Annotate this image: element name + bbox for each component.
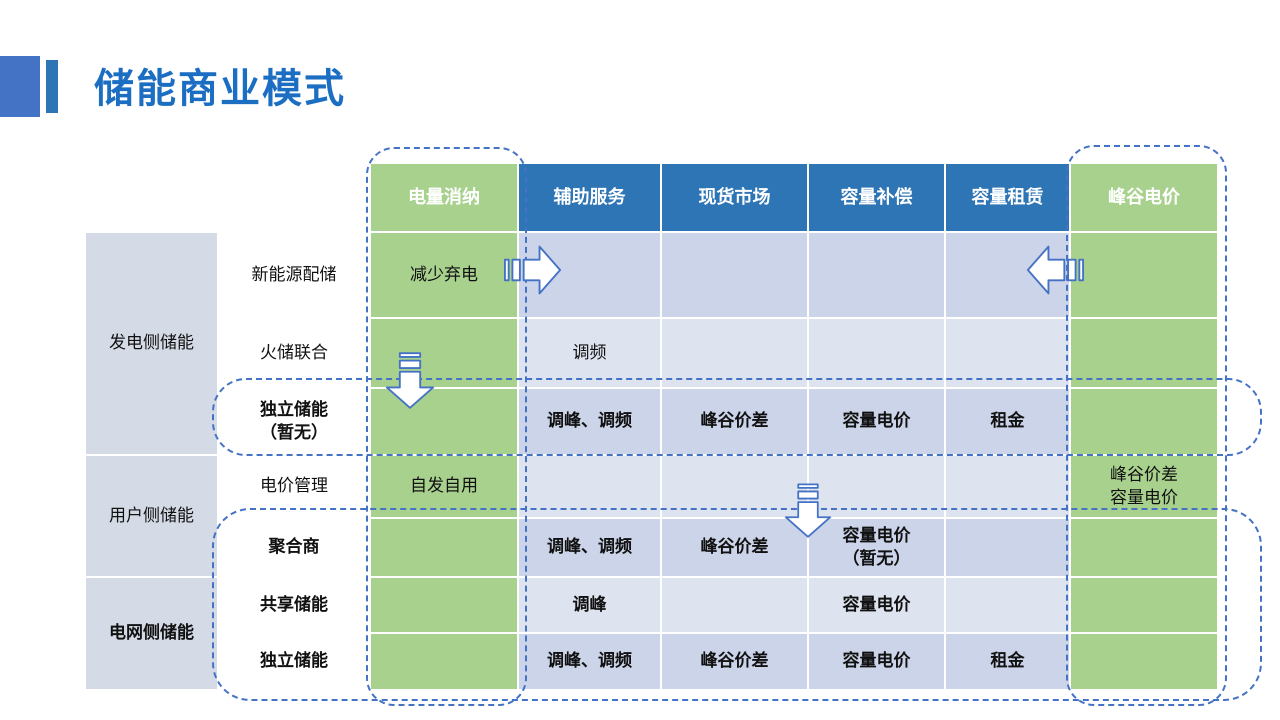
table-cell: 自发自用: [370, 455, 518, 518]
business-model-table: 电量消纳 辅助服务 现货市场 容量补偿 容量租赁 峰谷电价 发电侧储能 用户侧储…: [85, 163, 1218, 690]
table-cell: [945, 455, 1070, 518]
row-label: 聚合商: [218, 518, 370, 577]
table-cell: [1070, 518, 1218, 577]
row-label: 新能源配储: [218, 232, 370, 318]
table-cell: 峰谷价差 容量电价: [1070, 455, 1218, 518]
column-header-spot-market: 现货市场: [661, 163, 808, 232]
table-cell: 调峰、调频: [518, 388, 661, 455]
table-cell: [808, 232, 945, 318]
column-header-energy-consumption: 电量消纳: [370, 163, 518, 232]
table-cell: [661, 318, 808, 388]
table-cell: 容量电价: [808, 577, 945, 633]
table-cell: 容量电价: [808, 388, 945, 455]
table-cell: [1070, 232, 1218, 318]
column-header-capacity-compensation: 容量补偿: [808, 163, 945, 232]
table-cell: [661, 577, 808, 633]
table-cell: 容量电价 （暂无）: [808, 518, 945, 577]
row-label: 共享储能: [218, 577, 370, 633]
table-cell: [370, 577, 518, 633]
table-cell: 调峰: [518, 577, 661, 633]
table-cell: [370, 388, 518, 455]
title-accent-bar: [46, 60, 58, 113]
table-cell: [370, 518, 518, 577]
table-cell: 峰谷价差: [661, 518, 808, 577]
row-label: 电价管理: [218, 455, 370, 518]
striped-left-arrow-icon: [1026, 244, 1084, 296]
table-cell: 调峰、调频: [518, 518, 661, 577]
column-header-capacity-lease: 容量租赁: [945, 163, 1070, 232]
table-cell: [661, 232, 808, 318]
column-header-peak-valley-price: 峰谷电价: [1070, 163, 1218, 232]
table-cell: [661, 455, 808, 518]
table-cell: [370, 318, 518, 388]
table-cell: [1070, 633, 1218, 690]
table-cell: 峰谷价差: [661, 633, 808, 690]
table-cell: 租金: [945, 388, 1070, 455]
table-cell: [808, 318, 945, 388]
table-cell: [1070, 318, 1218, 388]
table-cell: 调频: [518, 318, 661, 388]
table-cell: 租金: [945, 633, 1070, 690]
table-cell: [1070, 388, 1218, 455]
table-cell: 调峰、调频: [518, 633, 661, 690]
row-label: 火储联合: [218, 318, 370, 388]
table-cell: 减少弃电: [370, 232, 518, 318]
column-header-ancillary-services: 辅助服务: [518, 163, 661, 232]
table-cell: 峰谷价差: [661, 388, 808, 455]
page-title: 储能商业模式: [94, 67, 346, 111]
table-cell: [945, 577, 1070, 633]
table-cell: [945, 518, 1070, 577]
table-cell: [945, 318, 1070, 388]
title-accent-square: [0, 56, 40, 117]
corner-cell: [85, 163, 370, 232]
group-cell-generation-side: 发电侧储能: [85, 232, 218, 455]
table-cell: [1070, 577, 1218, 633]
group-cell-user-side: 用户侧储能: [85, 455, 218, 577]
table-cell: 容量电价: [808, 633, 945, 690]
row-label: 独立储能: [218, 633, 370, 690]
striped-right-arrow-icon: [504, 244, 562, 296]
row-label: 独立储能 （暂无）: [218, 388, 370, 455]
striped-down-arrow-icon: [784, 478, 832, 544]
table-cell: [518, 455, 661, 518]
table-cell: [370, 633, 518, 690]
striped-down-arrow-icon: [385, 350, 435, 412]
group-cell-grid-side: 电网侧储能: [85, 577, 218, 690]
